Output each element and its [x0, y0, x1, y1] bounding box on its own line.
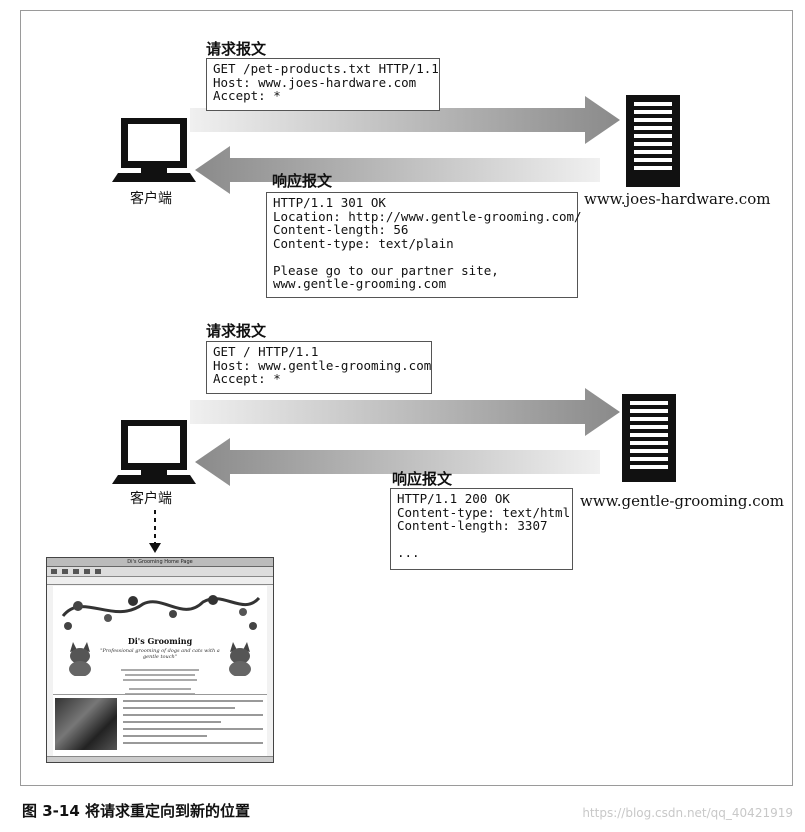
- response-arrow-bottom: [195, 438, 600, 486]
- reload-icon: [73, 569, 79, 574]
- browser-tagline: "Professional grooming of dogs and cats …: [100, 648, 220, 660]
- watermark: https://blog.csdn.net/qq_40421919: [582, 806, 793, 820]
- response-line: Content-length: 3307: [397, 518, 548, 533]
- back-icon: [51, 569, 57, 574]
- dog-photo-image: [55, 698, 117, 750]
- response-line: Please go to our partner site,: [273, 262, 499, 278]
- browser-screenshot: Di's Grooming Home Page Di's Grooming "P…: [46, 557, 274, 763]
- response-line: ...: [397, 545, 420, 560]
- response-line: HTTP/1.1 301 OK: [273, 195, 386, 210]
- response-line: HTTP/1.1 200 OK: [397, 491, 510, 506]
- response-line: Content-type: text/html: [397, 504, 571, 520]
- figure-frame: [20, 10, 793, 786]
- floral-banner-image: [61, 595, 261, 630]
- client-computer-icon-top: [112, 118, 196, 182]
- dotted-arrow-to-browser: [149, 510, 161, 553]
- response-arrow-top: [195, 146, 600, 194]
- response-message-bottom: HTTP/1.1 200 OK Content-type: text/html …: [390, 488, 573, 570]
- response-message-top: HTTP/1.1 301 OK Location: http://www.gen…: [266, 192, 582, 298]
- browser-status-bar: [47, 756, 273, 762]
- response-title-bottom: 响应报文: [392, 470, 453, 488]
- figure-caption: 图 3-14 将请求重定向到新的位置: [22, 802, 250, 820]
- cat-left-image: [69, 642, 91, 676]
- client-label-bottom: 客户端: [130, 491, 172, 507]
- request-line: Accept: *: [213, 88, 281, 103]
- request-line: GET /pet-products.txt HTTP/1.1: [213, 61, 439, 76]
- request-line: Accept: *: [213, 371, 281, 386]
- browser-title: Di's Grooming Home Page: [47, 558, 273, 567]
- response-line: Content-length: 56: [273, 222, 409, 237]
- client-label-top: 客户端: [130, 191, 172, 207]
- response-line: Location: http://www.gentle-grooming.com…: [273, 208, 582, 224]
- response-title-top: 响应报文: [272, 172, 333, 190]
- request-line: GET / HTTP/1.1: [213, 344, 319, 359]
- browser-toolbar: [47, 567, 273, 577]
- server-icon-bottom: [622, 394, 676, 482]
- request-line: Host: www.joes-hardware.com: [213, 74, 417, 90]
- request-message-top: GET /pet-products.txt HTTP/1.1 Host: www…: [206, 58, 440, 111]
- request-message-bottom: GET / HTTP/1.1 Host: www.gentle-grooming…: [206, 341, 432, 394]
- forward-icon: [62, 569, 68, 574]
- server-label-bottom: www.gentle-grooming.com: [580, 492, 784, 510]
- request-line: Host: www.gentle-grooming.com: [213, 357, 432, 373]
- print-icon: [95, 569, 101, 574]
- content-divider: [53, 694, 267, 695]
- response-line: [397, 533, 566, 547]
- browser-address-bar: [47, 577, 273, 585]
- server-label-top: www.joes-hardware.com: [584, 190, 771, 208]
- browser-body-text: [123, 700, 263, 749]
- response-line: [273, 250, 571, 264]
- request-title-bottom: 请求报文: [206, 322, 267, 340]
- response-line: Content-type: text/plain: [273, 235, 454, 251]
- request-arrow-bottom: [190, 388, 620, 436]
- browser-site-name: Di's Grooming: [127, 636, 193, 646]
- cat-right-image: [229, 642, 251, 676]
- home-icon: [84, 569, 90, 574]
- response-line: www.gentle-grooming.com: [273, 276, 447, 291]
- browser-page-content: Di's Grooming "Professional grooming of …: [53, 586, 267, 756]
- client-computer-icon-bottom: [112, 420, 196, 484]
- server-icon-top: [626, 95, 680, 187]
- request-title-top: 请求报文: [206, 40, 267, 58]
